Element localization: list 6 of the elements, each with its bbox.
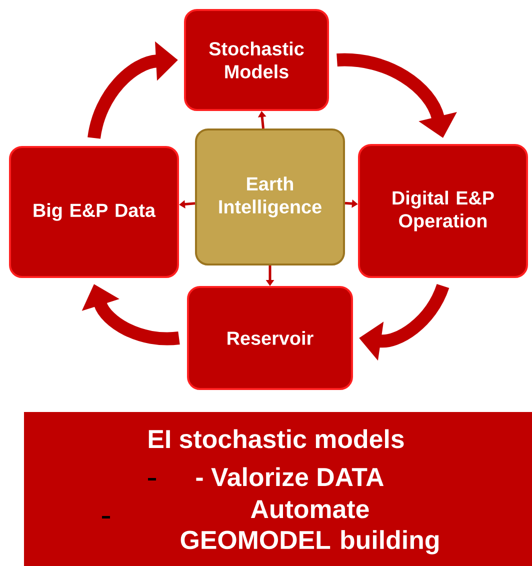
process-box: Digital E&P Operation <box>358 144 528 278</box>
process-box: Big E&P Data <box>9 146 179 278</box>
text-panel: EI stochastic models - Valorize DATA Automate GEOMODEL building <box>24 412 532 566</box>
process-box: Reservoir <box>187 286 353 390</box>
center-box: Earth Intelligence <box>195 128 345 266</box>
process-box: Stochastic Models <box>184 9 329 111</box>
